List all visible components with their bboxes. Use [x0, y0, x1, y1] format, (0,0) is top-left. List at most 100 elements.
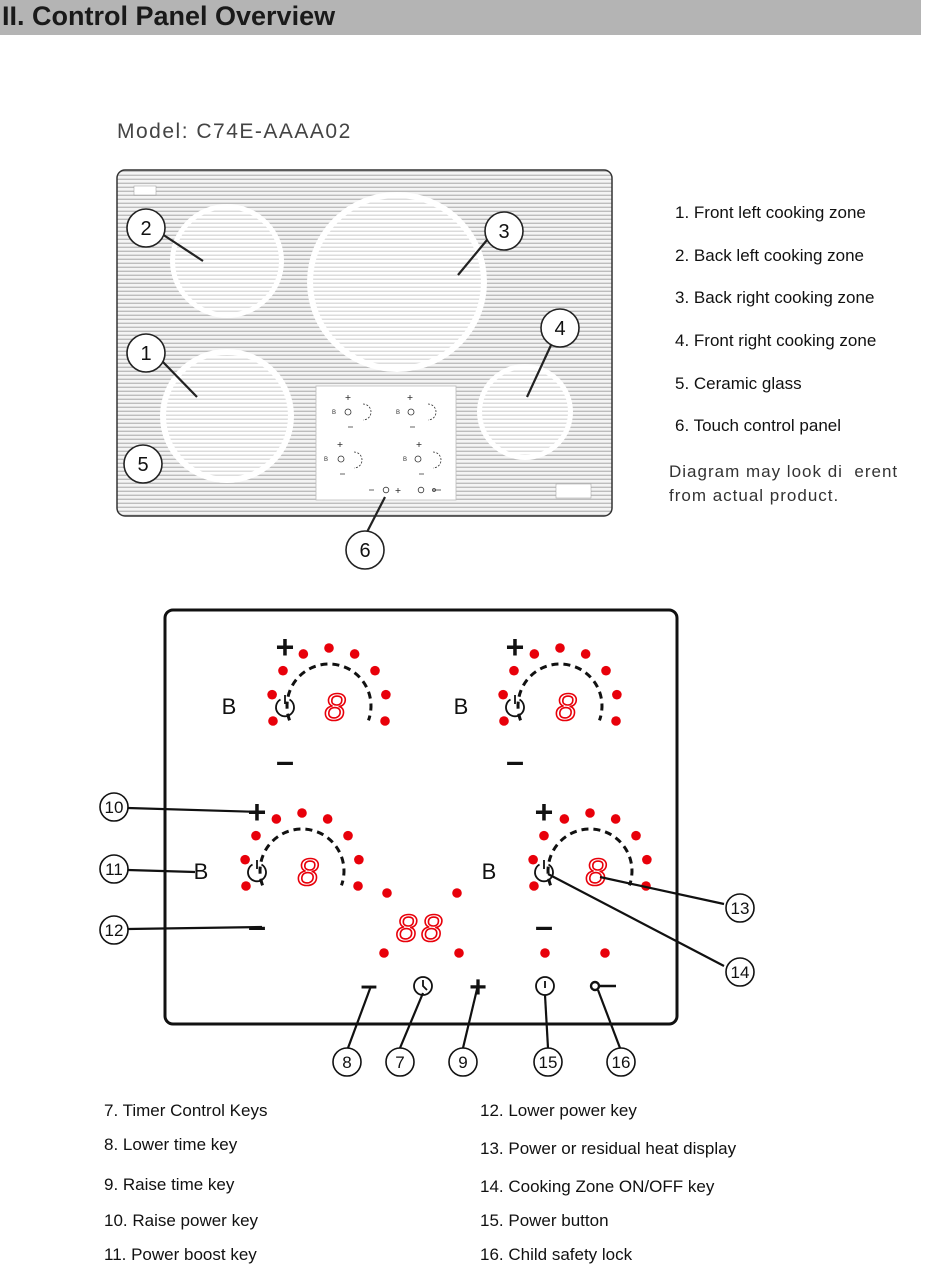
raise-power-key[interactable]: + [276, 629, 295, 665]
power-boost-key[interactable]: B [222, 694, 237, 719]
control-panel-diagram: B+–8B+–8B+–8B+–8 88 – + [99, 608, 755, 1077]
cooking-zone-front-right [477, 364, 573, 460]
callout-9: 9 [448, 1047, 478, 1077]
legend-item: 8. Lower time key [104, 1135, 238, 1154]
svg-text:16: 16 [612, 1053, 631, 1072]
power-level-dot [610, 814, 621, 824]
power-level-dot [539, 830, 549, 841]
power-level-dot [601, 665, 611, 676]
power-boost-key[interactable]: B [454, 694, 469, 719]
power-level-dot [349, 649, 360, 659]
legend-item: 14. Cooking Zone ON/OFF key [480, 1177, 715, 1196]
raise-power-key[interactable]: + [535, 794, 554, 830]
callout-2: 2 [126, 208, 166, 248]
power-level-arc [546, 827, 634, 886]
zone-control-back-left: B + –8 [222, 629, 391, 779]
zone-control-front-right: B+–8 [482, 794, 652, 944]
power-level-dot [370, 665, 380, 676]
power-level-dot [241, 881, 251, 891]
power-level-arc [258, 827, 346, 886]
callout-16: 16 [606, 1047, 636, 1077]
svg-text:8: 8 [342, 1053, 351, 1072]
model-label: Model: C74E-AAAA02 [117, 120, 352, 143]
leader-line-13 [599, 875, 725, 906]
svg-text:12: 12 [105, 921, 124, 940]
mini-boost-2: B [396, 410, 400, 416]
legend-item: 16. Child safety lock [480, 1245, 633, 1264]
zone-on-off-icon[interactable] [505, 695, 525, 718]
power-level-dot [271, 814, 282, 824]
leader-line-6 [365, 496, 386, 535]
leader-line-7 [398, 992, 425, 1049]
mini-touch-control-panel: B B B B [315, 385, 457, 501]
callout-5: 5 [123, 444, 163, 484]
legend-item: 7. Timer Control Keys [104, 1101, 268, 1120]
mini-boost-3: B [324, 457, 328, 463]
zone-on-off-icon[interactable] [275, 695, 295, 718]
svg-text:7: 7 [395, 1053, 404, 1072]
legend-item: 10. Raise power key [104, 1211, 259, 1230]
disclaimer-line-2: from actual product. [669, 486, 840, 505]
svg-text:13: 13 [731, 899, 750, 918]
timer-dot [454, 948, 464, 958]
power-level-dot [297, 808, 307, 818]
power-level-dot [324, 643, 334, 653]
lower-power-key[interactable]: – [506, 743, 524, 779]
leader-line-3 [457, 239, 488, 276]
callout-10: 10 [99, 792, 129, 822]
svg-text:2: 2 [140, 218, 151, 240]
power-level-dot [353, 881, 363, 891]
mini-boost-4: B [403, 457, 407, 463]
power-level-dot [642, 854, 652, 865]
power-level-dot [298, 649, 309, 659]
power-dot [540, 948, 550, 958]
child-lock-key-icon[interactable] [589, 980, 616, 992]
cooking-zone-back-left [170, 204, 284, 318]
legend-item: 5. Ceramic glass [675, 374, 802, 393]
leader-line-10 [127, 806, 263, 814]
legend-item: 1. Front left cooking zone [675, 203, 866, 222]
callout-13: 13 [725, 893, 755, 923]
timer-dot [452, 888, 462, 898]
svg-text:4: 4 [554, 318, 565, 340]
control-panel-frame [163, 608, 679, 1026]
disclaimer-line-1: Diagram may look di erent [669, 462, 899, 481]
power-boost-key[interactable]: B [482, 859, 497, 884]
legend-item: 11. Power boost key [104, 1245, 257, 1264]
power-level-dot [354, 854, 364, 865]
legend-item: 13. Power or residual heat display [480, 1139, 737, 1158]
power-level-dot [580, 649, 591, 659]
callout-4: 4 [540, 308, 580, 348]
lower-power-key[interactable]: – [535, 908, 553, 944]
power-level-dot [509, 665, 519, 676]
power-level-dot [585, 808, 595, 818]
power-level-dot [267, 689, 277, 700]
legend-item: 4. Front right cooking zone [675, 331, 877, 350]
power-level-display: 8 [324, 687, 345, 729]
lower-time-key[interactable]: – [361, 969, 378, 1002]
svg-text:11: 11 [105, 860, 123, 879]
svg-text:15: 15 [539, 1053, 558, 1072]
power-level-dot [555, 643, 565, 653]
zone-on-off-icon[interactable] [534, 860, 554, 883]
power-level-dot [343, 830, 353, 841]
zone-on-off-icon[interactable] [247, 860, 267, 883]
power-level-dot [240, 854, 250, 865]
leader-line-11 [127, 868, 196, 874]
cooking-zone-front-left [160, 349, 294, 483]
power-level-dot [499, 716, 509, 726]
power-boost-key[interactable]: B [194, 859, 209, 884]
cooktop-diagram: B B B B 2 [116, 169, 613, 570]
callout-14: 14 [725, 957, 755, 987]
lower-power-key[interactable]: – [276, 743, 294, 779]
callout-3: 3 [484, 211, 524, 251]
callout-8: 8 [332, 1047, 362, 1077]
timer-display: 88 [396, 908, 446, 950]
leader-line-1 [161, 360, 198, 398]
power-level-dot [631, 830, 641, 841]
callout-7: 7 [385, 1047, 415, 1077]
svg-text:6: 6 [359, 540, 370, 562]
disclaimer: Diagram may look di erent from actual pr… [669, 460, 937, 508]
legend-item: 9. Raise time key [104, 1175, 235, 1194]
raise-power-key[interactable]: + [506, 629, 525, 665]
